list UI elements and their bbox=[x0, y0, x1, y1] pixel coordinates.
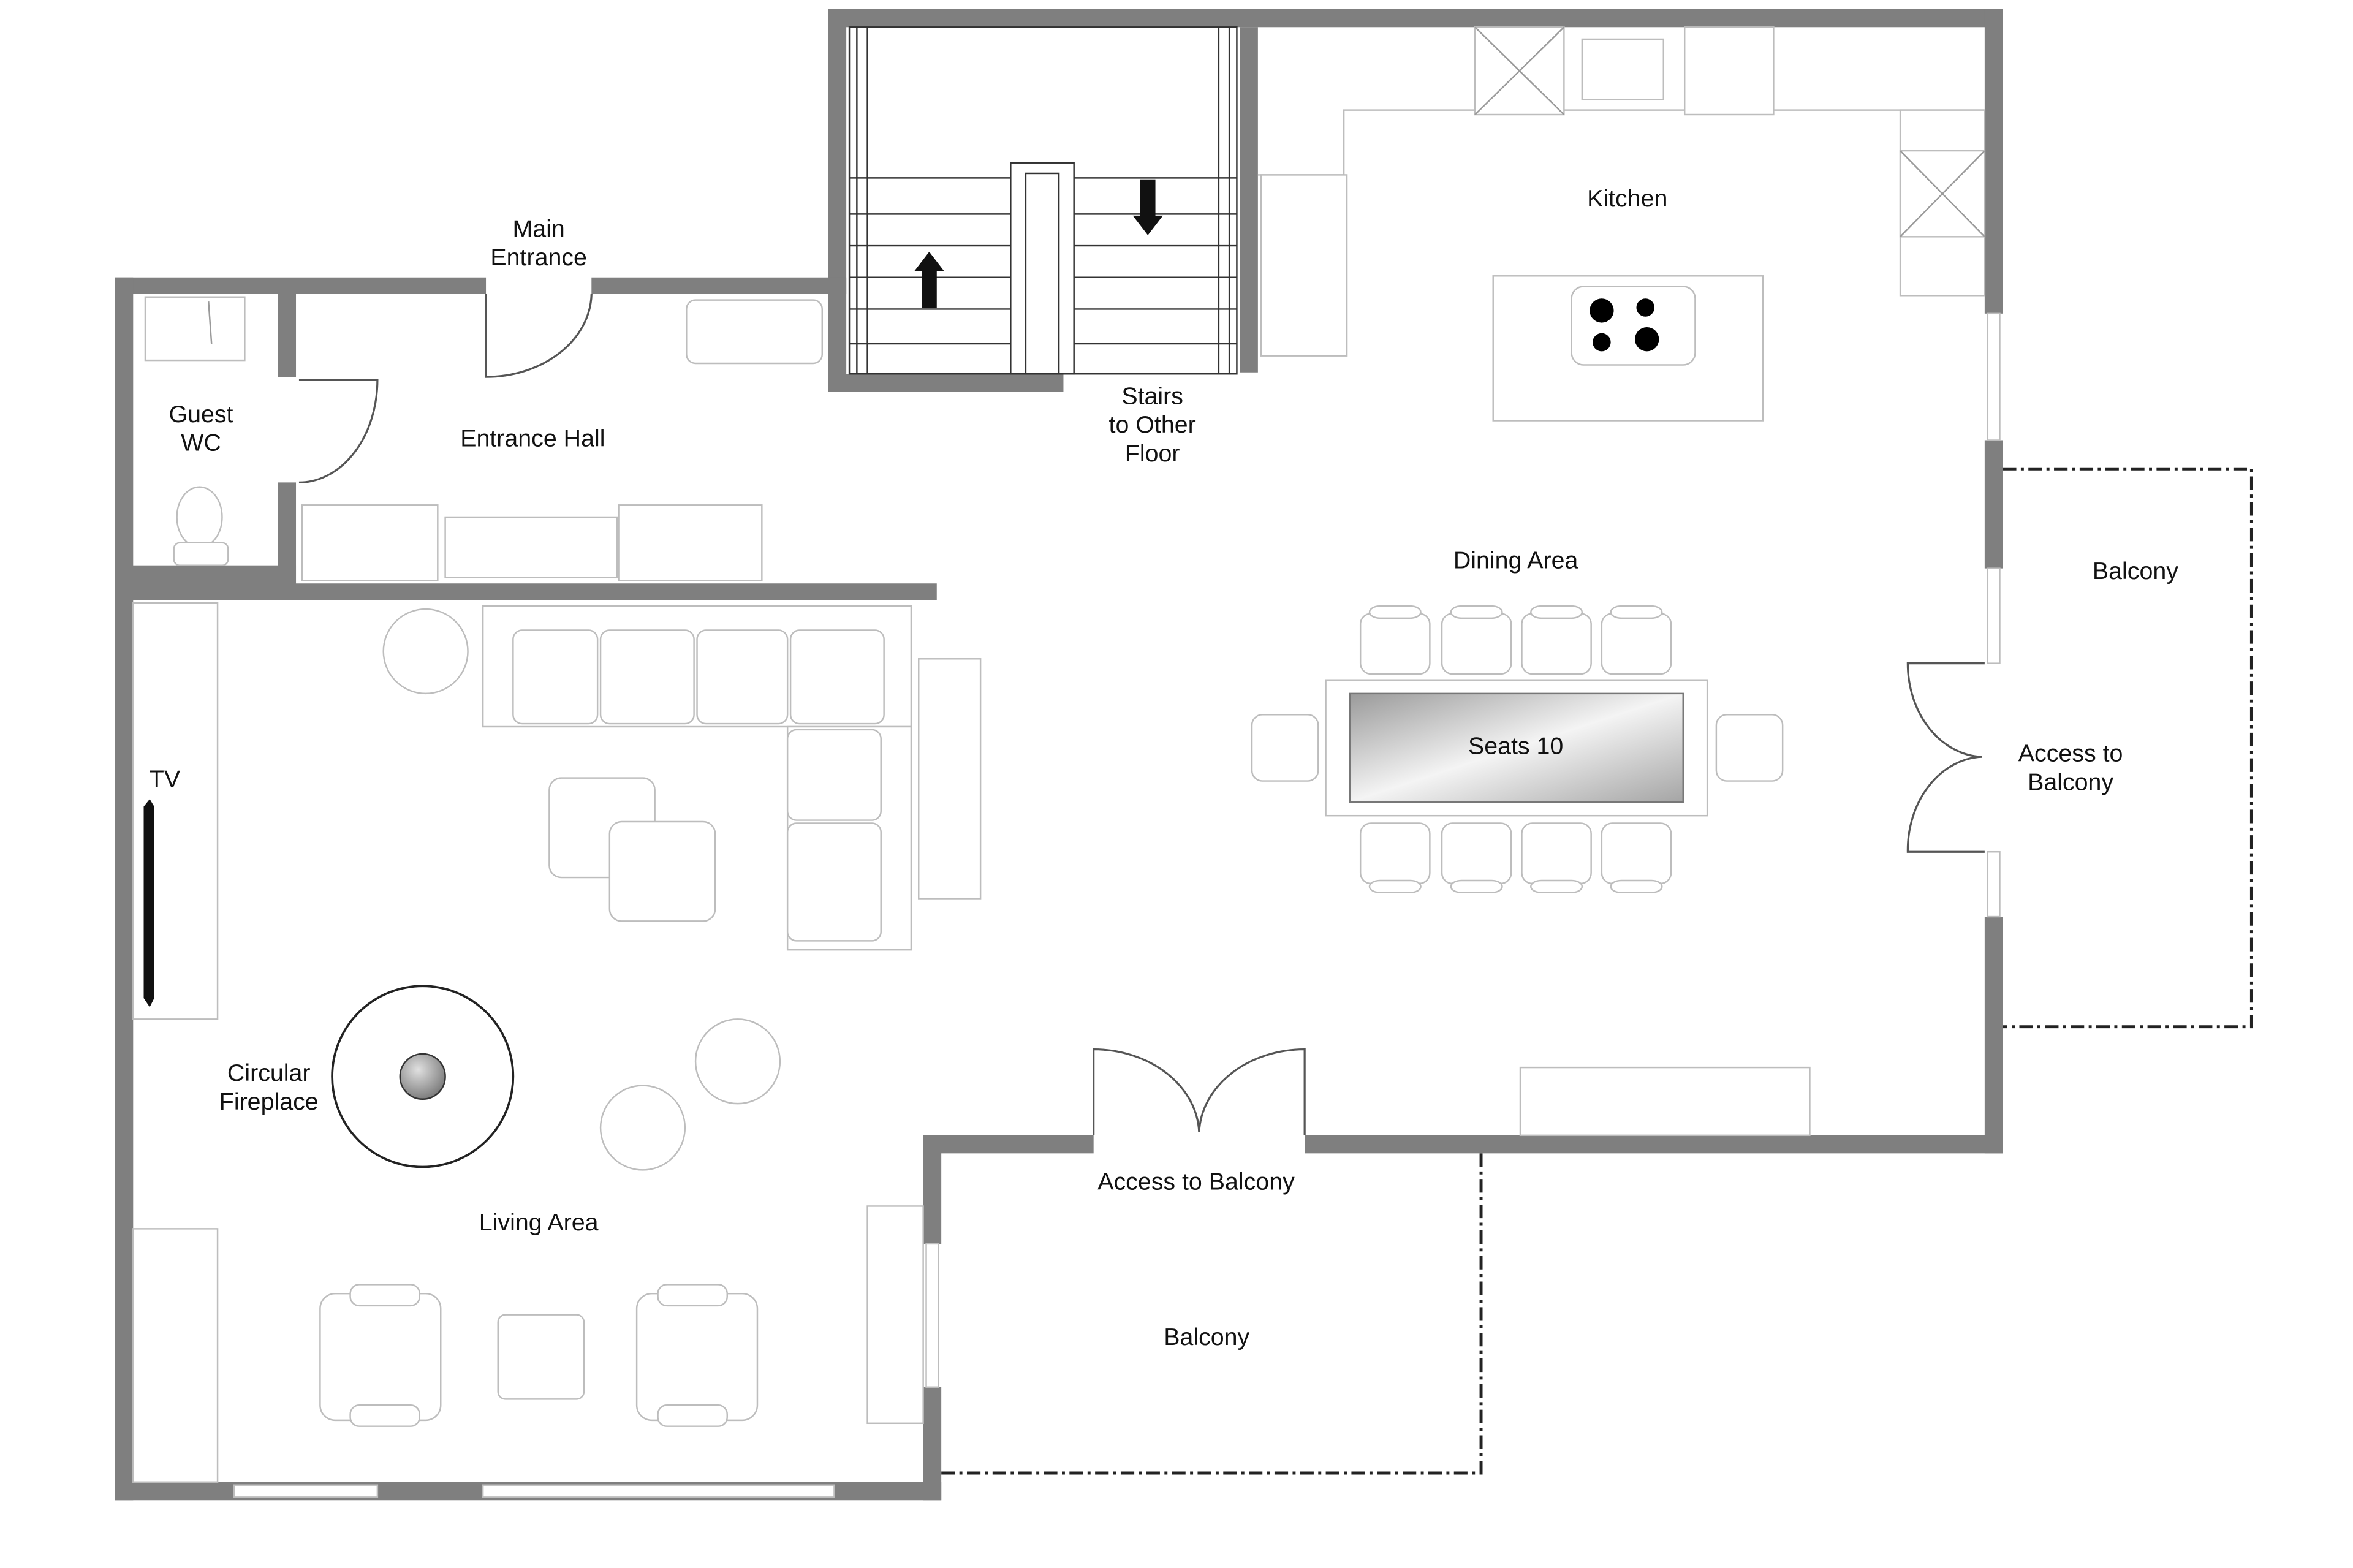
entrance-hall-label: Entrance Hall bbox=[460, 425, 605, 452]
dining-chair bbox=[1715, 714, 1784, 782]
dining-chair bbox=[1450, 879, 1503, 893]
main-entrance-label: Entrance bbox=[490, 244, 587, 271]
fireplace-label: Fireplace bbox=[219, 1088, 319, 1115]
balcony-door-bottom-left[interactable] bbox=[1093, 1048, 1200, 1135]
dining-chair bbox=[1251, 714, 1319, 782]
balcony-door-bottom-right[interactable] bbox=[1198, 1048, 1306, 1135]
ottoman bbox=[608, 820, 716, 922]
guest-wc-label: WC bbox=[181, 430, 221, 456]
kitchen-sink bbox=[1581, 38, 1664, 100]
dining-chair bbox=[1530, 879, 1583, 893]
room-labels: Main Entrance Guest WC Entrance Hall Sta… bbox=[150, 185, 2178, 1350]
balcony-door-right-upper[interactable] bbox=[1906, 662, 1985, 758]
dining-set bbox=[1251, 605, 1784, 893]
kitchen-fittings bbox=[1257, 26, 1986, 422]
dining-chair bbox=[1359, 613, 1431, 675]
dining-chair bbox=[1610, 605, 1663, 619]
dining-chair bbox=[1521, 822, 1592, 885]
dining-chair bbox=[1359, 822, 1431, 885]
tv-label: TV bbox=[150, 765, 181, 792]
dining-chair bbox=[1441, 613, 1512, 675]
windows bbox=[233, 312, 2001, 1498]
burner bbox=[1636, 298, 1655, 317]
dining-chair bbox=[1450, 605, 1503, 619]
dining-chair bbox=[1601, 822, 1672, 885]
guest-wc-door[interactable] bbox=[298, 379, 379, 483]
cooktop bbox=[1571, 286, 1696, 366]
balcony-right-label: Balcony bbox=[2093, 558, 2178, 585]
stairs-label: Stairs bbox=[1121, 382, 1183, 409]
fireplace-label: Circular bbox=[227, 1059, 311, 1086]
access-balcony-right-label: Balcony bbox=[2028, 768, 2113, 795]
stairs-down-arrow-icon bbox=[1132, 179, 1163, 235]
burner bbox=[1590, 298, 1614, 323]
kitchen-label: Kitchen bbox=[1587, 185, 1667, 212]
entrance-hall-furniture bbox=[301, 299, 823, 581]
living-area-label: Living Area bbox=[479, 1209, 599, 1236]
guest-wc-fixtures bbox=[144, 296, 246, 566]
dining-chair bbox=[1521, 613, 1592, 675]
balcony-bottom-outline bbox=[941, 1153, 1483, 1475]
toilet bbox=[176, 486, 223, 548]
living-furniture bbox=[132, 602, 1811, 1483]
burner bbox=[1635, 327, 1659, 352]
access-balcony-right-label: Access to bbox=[2018, 740, 2123, 767]
dining-table-top bbox=[1349, 692, 1684, 803]
stairs-label: to Other bbox=[1109, 411, 1196, 438]
burner bbox=[1593, 333, 1611, 352]
tv-icon bbox=[143, 799, 154, 1007]
balcony-bottom-label: Balcony bbox=[1164, 1324, 1249, 1350]
armchair bbox=[319, 1292, 442, 1422]
armchair bbox=[635, 1292, 759, 1422]
dining-chair bbox=[1530, 605, 1583, 619]
access-balcony-bottom-label: Access to Balcony bbox=[1097, 1168, 1295, 1195]
dining-chair bbox=[1368, 605, 1422, 619]
stairs-label: Floor bbox=[1125, 440, 1180, 467]
stairs-up-arrow-icon bbox=[914, 251, 945, 308]
dining-chair bbox=[1368, 879, 1422, 893]
main-entrance-label: Main bbox=[513, 215, 565, 242]
dining-chair bbox=[1610, 879, 1663, 893]
balcony-door-right-lower[interactable] bbox=[1906, 756, 1985, 853]
seats-label: Seats 10 bbox=[1468, 732, 1563, 759]
dining-chair bbox=[1441, 822, 1512, 885]
coffee-table bbox=[497, 1314, 585, 1400]
guest-wc-label: Guest bbox=[169, 401, 233, 428]
staircase bbox=[848, 26, 1238, 375]
balcony-right-outline bbox=[2003, 467, 2253, 1029]
dining-area-label: Dining Area bbox=[1453, 547, 1578, 574]
dining-chair bbox=[1601, 613, 1672, 675]
main-entrance-door[interactable] bbox=[485, 294, 593, 378]
